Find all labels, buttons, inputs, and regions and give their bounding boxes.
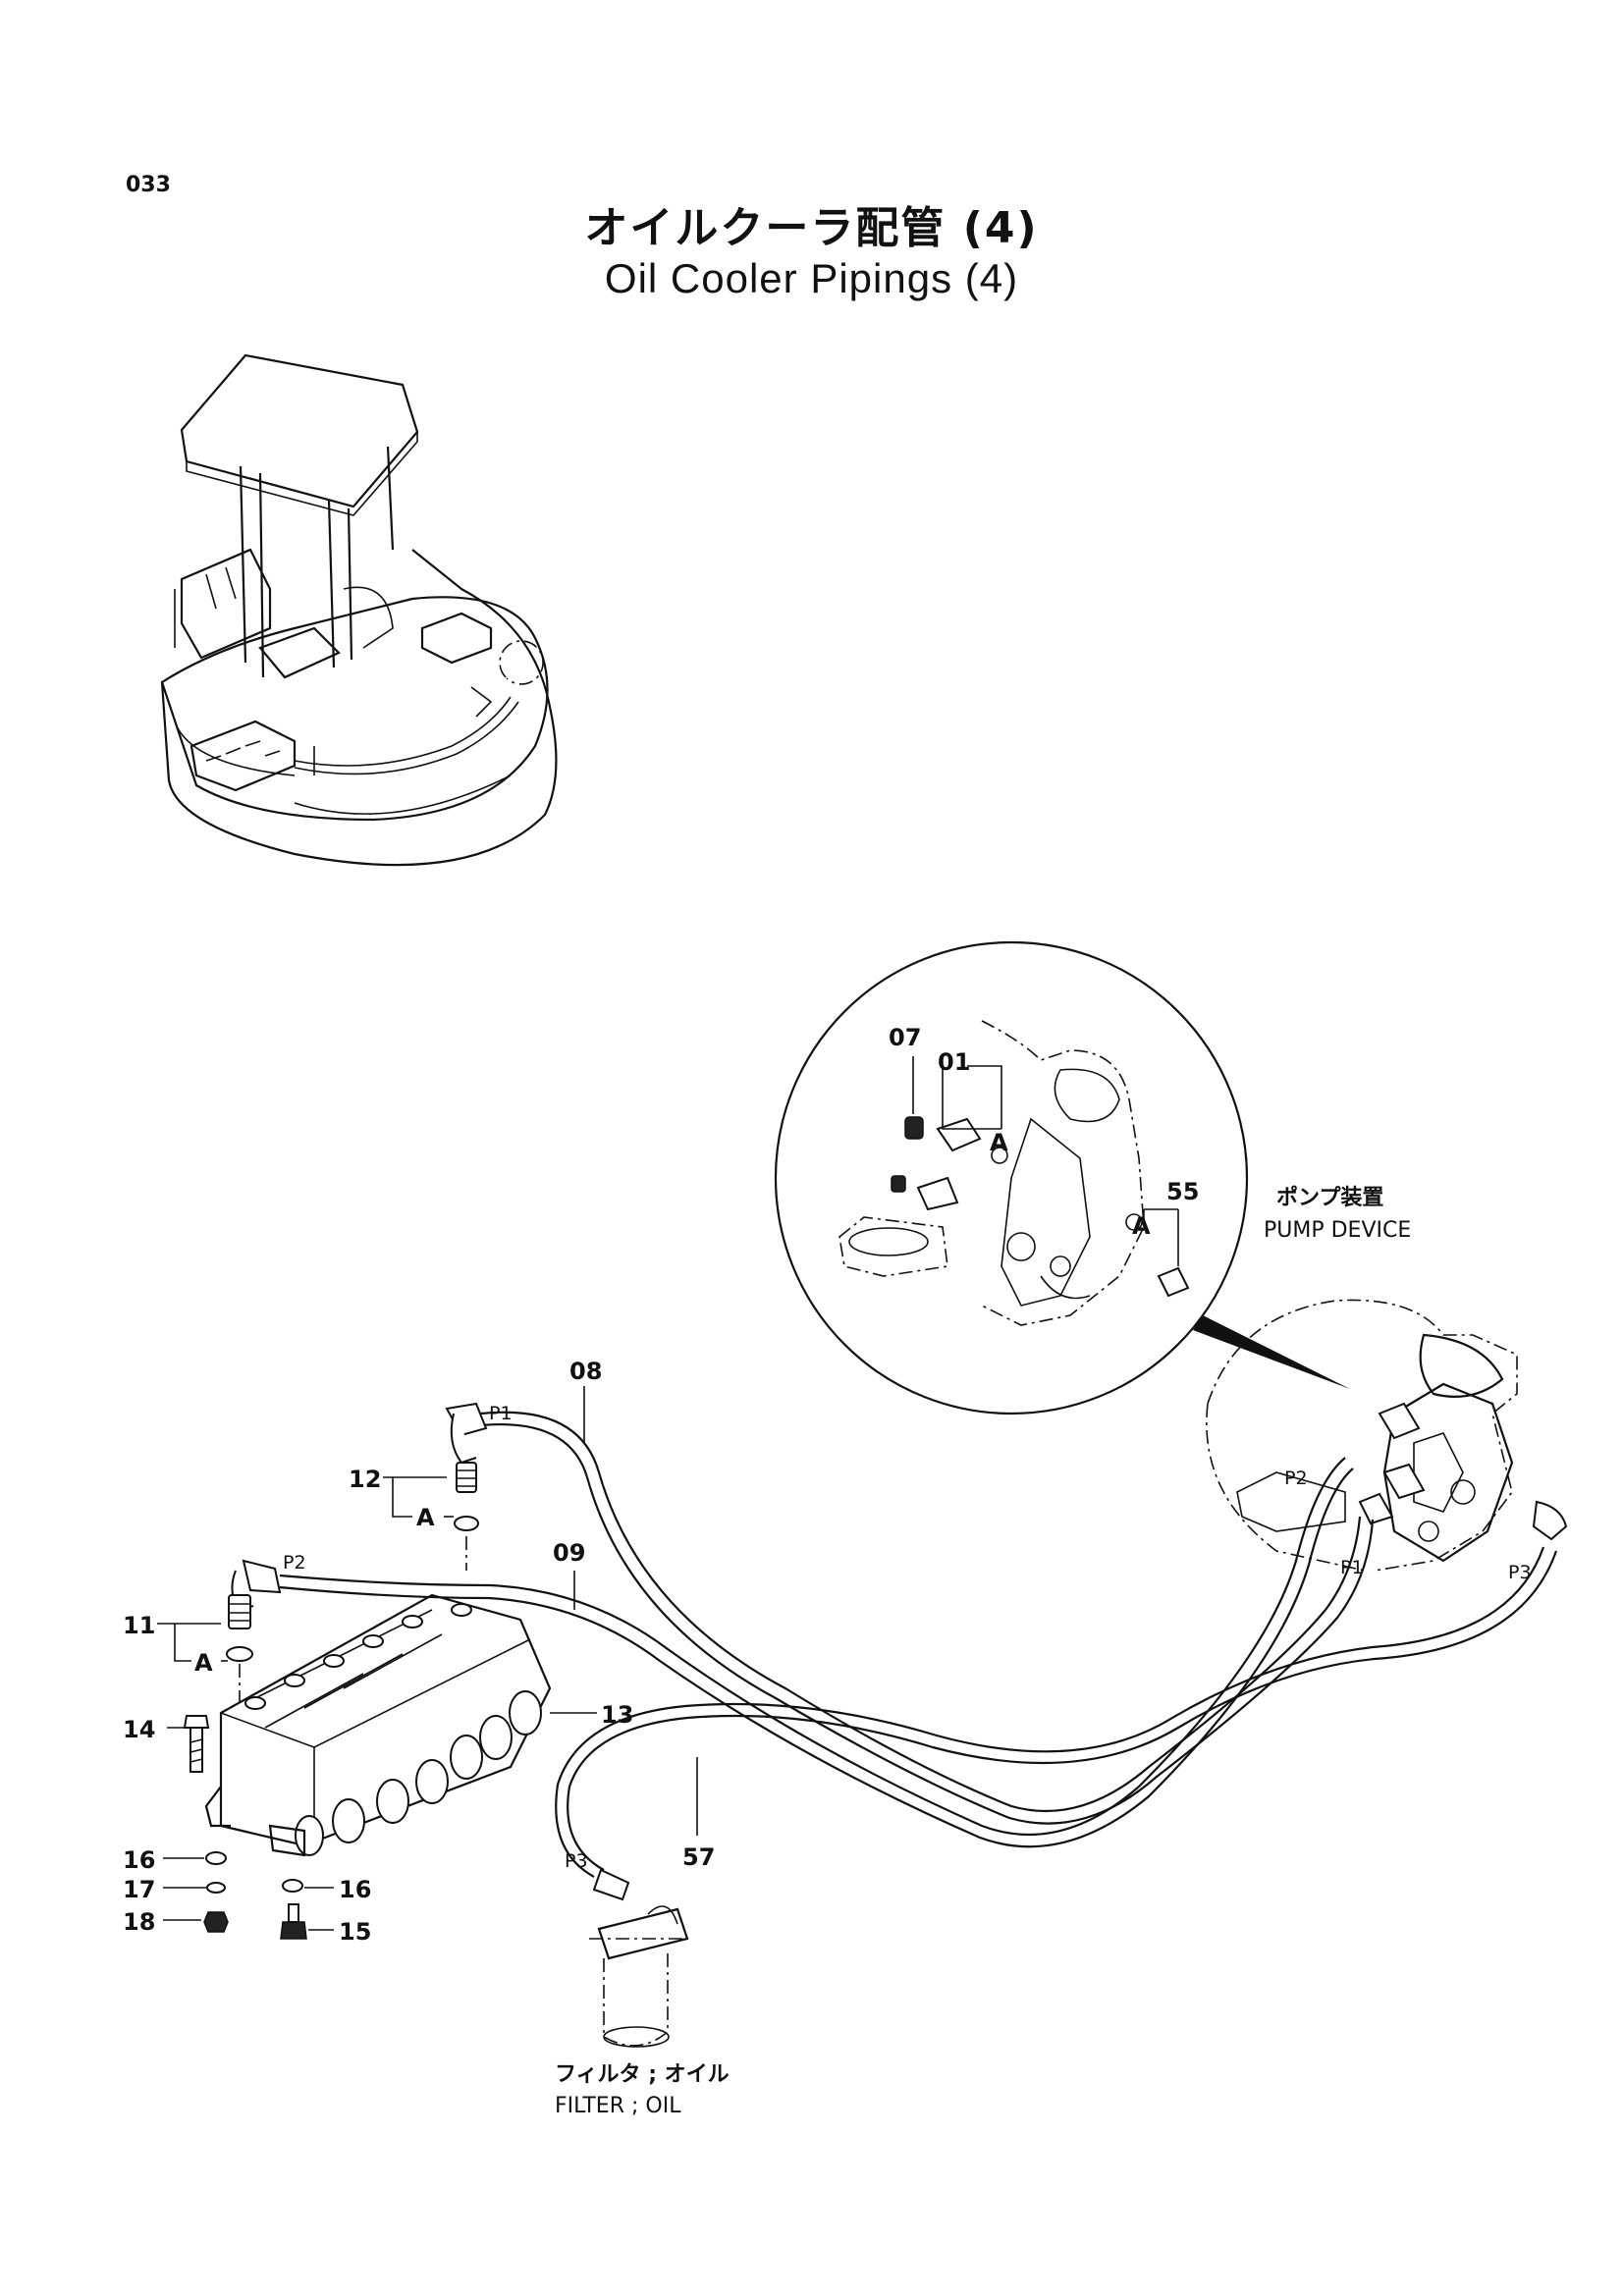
adapter-fittings xyxy=(226,1462,479,1703)
callout-labels: 07 01 55 08 09 12 11 14 13 57 16 17 18 1… xyxy=(123,1024,1532,2118)
callout-14: 14 xyxy=(123,1716,155,1743)
oil-filter-drawing xyxy=(589,1905,689,2048)
detail-circle-pump-ports xyxy=(774,940,1350,1415)
port-p2-right: P2 xyxy=(1284,1468,1308,1489)
page-number: 033 xyxy=(126,173,171,197)
callout-08: 08 xyxy=(569,1358,602,1385)
filter-label-en: FILTER ; OIL xyxy=(555,2094,681,2118)
callout-15: 15 xyxy=(339,1918,371,1946)
callout-16-left: 16 xyxy=(123,1846,155,1874)
mounting-hardware xyxy=(183,1715,307,1940)
callout-01: 01 xyxy=(938,1048,970,1076)
marker-a-11: A xyxy=(194,1649,213,1677)
title-english: Oil Cooler Pipings (4) xyxy=(604,255,1019,301)
port-p1-right: P1 xyxy=(1340,1557,1364,1578)
valve-spools xyxy=(295,1690,542,1856)
callout-12: 12 xyxy=(349,1466,381,1493)
pump-device-label-en: PUMP DEVICE xyxy=(1264,1218,1411,1243)
overview-machine-illustration xyxy=(160,353,558,867)
marker-a-12: A xyxy=(416,1504,435,1531)
title-japanese: オイルクーラ配管 (4) xyxy=(584,203,1039,253)
pump-device-label-jp: ポンプ装置 xyxy=(1276,1185,1383,1210)
callout-09: 09 xyxy=(553,1539,585,1567)
callout-07: 07 xyxy=(889,1024,921,1051)
pump-device-drawing xyxy=(1206,1299,1568,1572)
port-p1-left: P1 xyxy=(489,1403,513,1424)
callout-13: 13 xyxy=(601,1701,633,1729)
callout-leaders xyxy=(157,1386,698,1931)
callout-18: 18 xyxy=(123,1908,155,1936)
filter-label-jp: フィルタ ; オイル xyxy=(555,2062,730,2087)
callout-17: 17 xyxy=(123,1876,155,1903)
marker-a-01: A xyxy=(990,1129,1008,1156)
callout-11: 11 xyxy=(123,1612,155,1639)
marker-a-55: A xyxy=(1132,1212,1151,1240)
callout-55: 55 xyxy=(1166,1178,1199,1205)
callout-57: 57 xyxy=(682,1843,715,1871)
port-p3-right: P3 xyxy=(1508,1562,1532,1583)
control-valve-block xyxy=(204,1593,552,1857)
hose-assemblies xyxy=(231,1402,1558,1901)
port-p2-left: P2 xyxy=(283,1552,306,1574)
callout-16-right: 16 xyxy=(339,1876,371,1903)
port-p3-left: P3 xyxy=(565,1850,588,1872)
